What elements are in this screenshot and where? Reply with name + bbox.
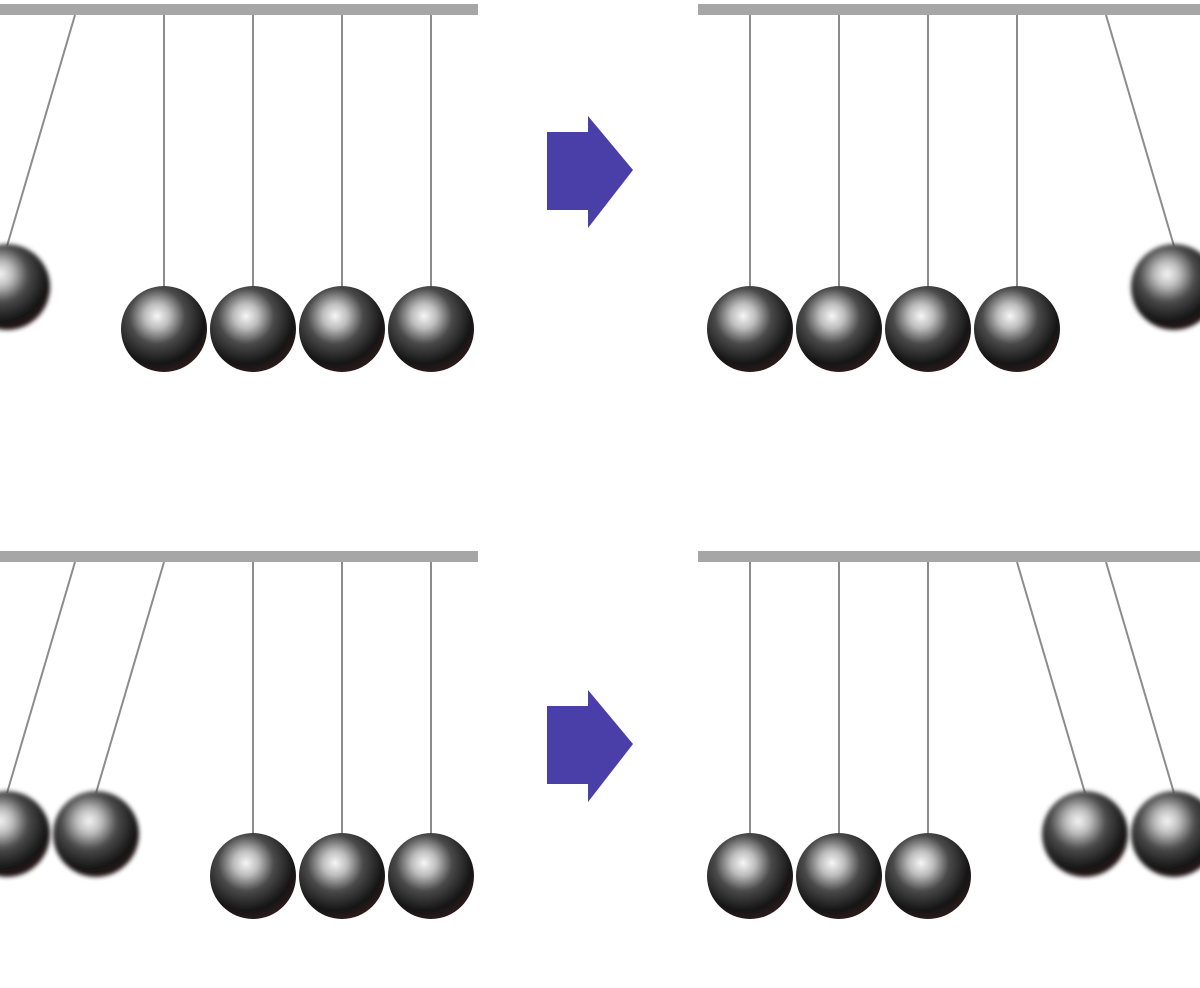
cradle-string	[1105, 14, 1175, 247]
cradle-ball	[299, 833, 385, 919]
right-arrow-icon	[547, 690, 633, 802]
cradle-ball	[299, 286, 385, 372]
cradle-string	[1105, 561, 1175, 794]
cradle-ball	[388, 286, 474, 372]
cradle-ball	[388, 833, 474, 919]
cradle-string	[95, 561, 165, 794]
cradle-ball	[1042, 791, 1128, 877]
cradle-ball	[707, 833, 793, 919]
cradle-bar	[0, 4, 478, 15]
right-arrow-icon	[547, 116, 633, 228]
cradle-ball	[885, 286, 971, 372]
cradle-ball	[210, 286, 296, 372]
cradle-bar	[0, 551, 478, 562]
cradle-bar	[698, 551, 1200, 562]
cradle-ball	[210, 833, 296, 919]
cradle-ball	[121, 286, 207, 372]
cradle-string	[6, 561, 76, 794]
cradle-ball	[796, 286, 882, 372]
cradle-ball	[53, 791, 139, 877]
cradle-ball	[1131, 244, 1200, 330]
cradle-bar	[698, 4, 1200, 15]
cradle-ball	[1131, 791, 1200, 877]
cradle-ball	[0, 791, 50, 877]
cradle-string	[1016, 561, 1086, 794]
cradle-string	[6, 14, 76, 247]
newtons-cradle-after-2	[698, 551, 1200, 919]
cradle-ball	[885, 833, 971, 919]
newtons-cradle-before-1	[0, 4, 478, 372]
cradle-ball	[707, 286, 793, 372]
cradle-ball	[974, 286, 1060, 372]
newtons-cradle-before-2	[0, 551, 478, 919]
cradle-ball	[796, 833, 882, 919]
newtons-cradle-after-1	[698, 4, 1200, 372]
cradle-ball	[0, 244, 50, 330]
